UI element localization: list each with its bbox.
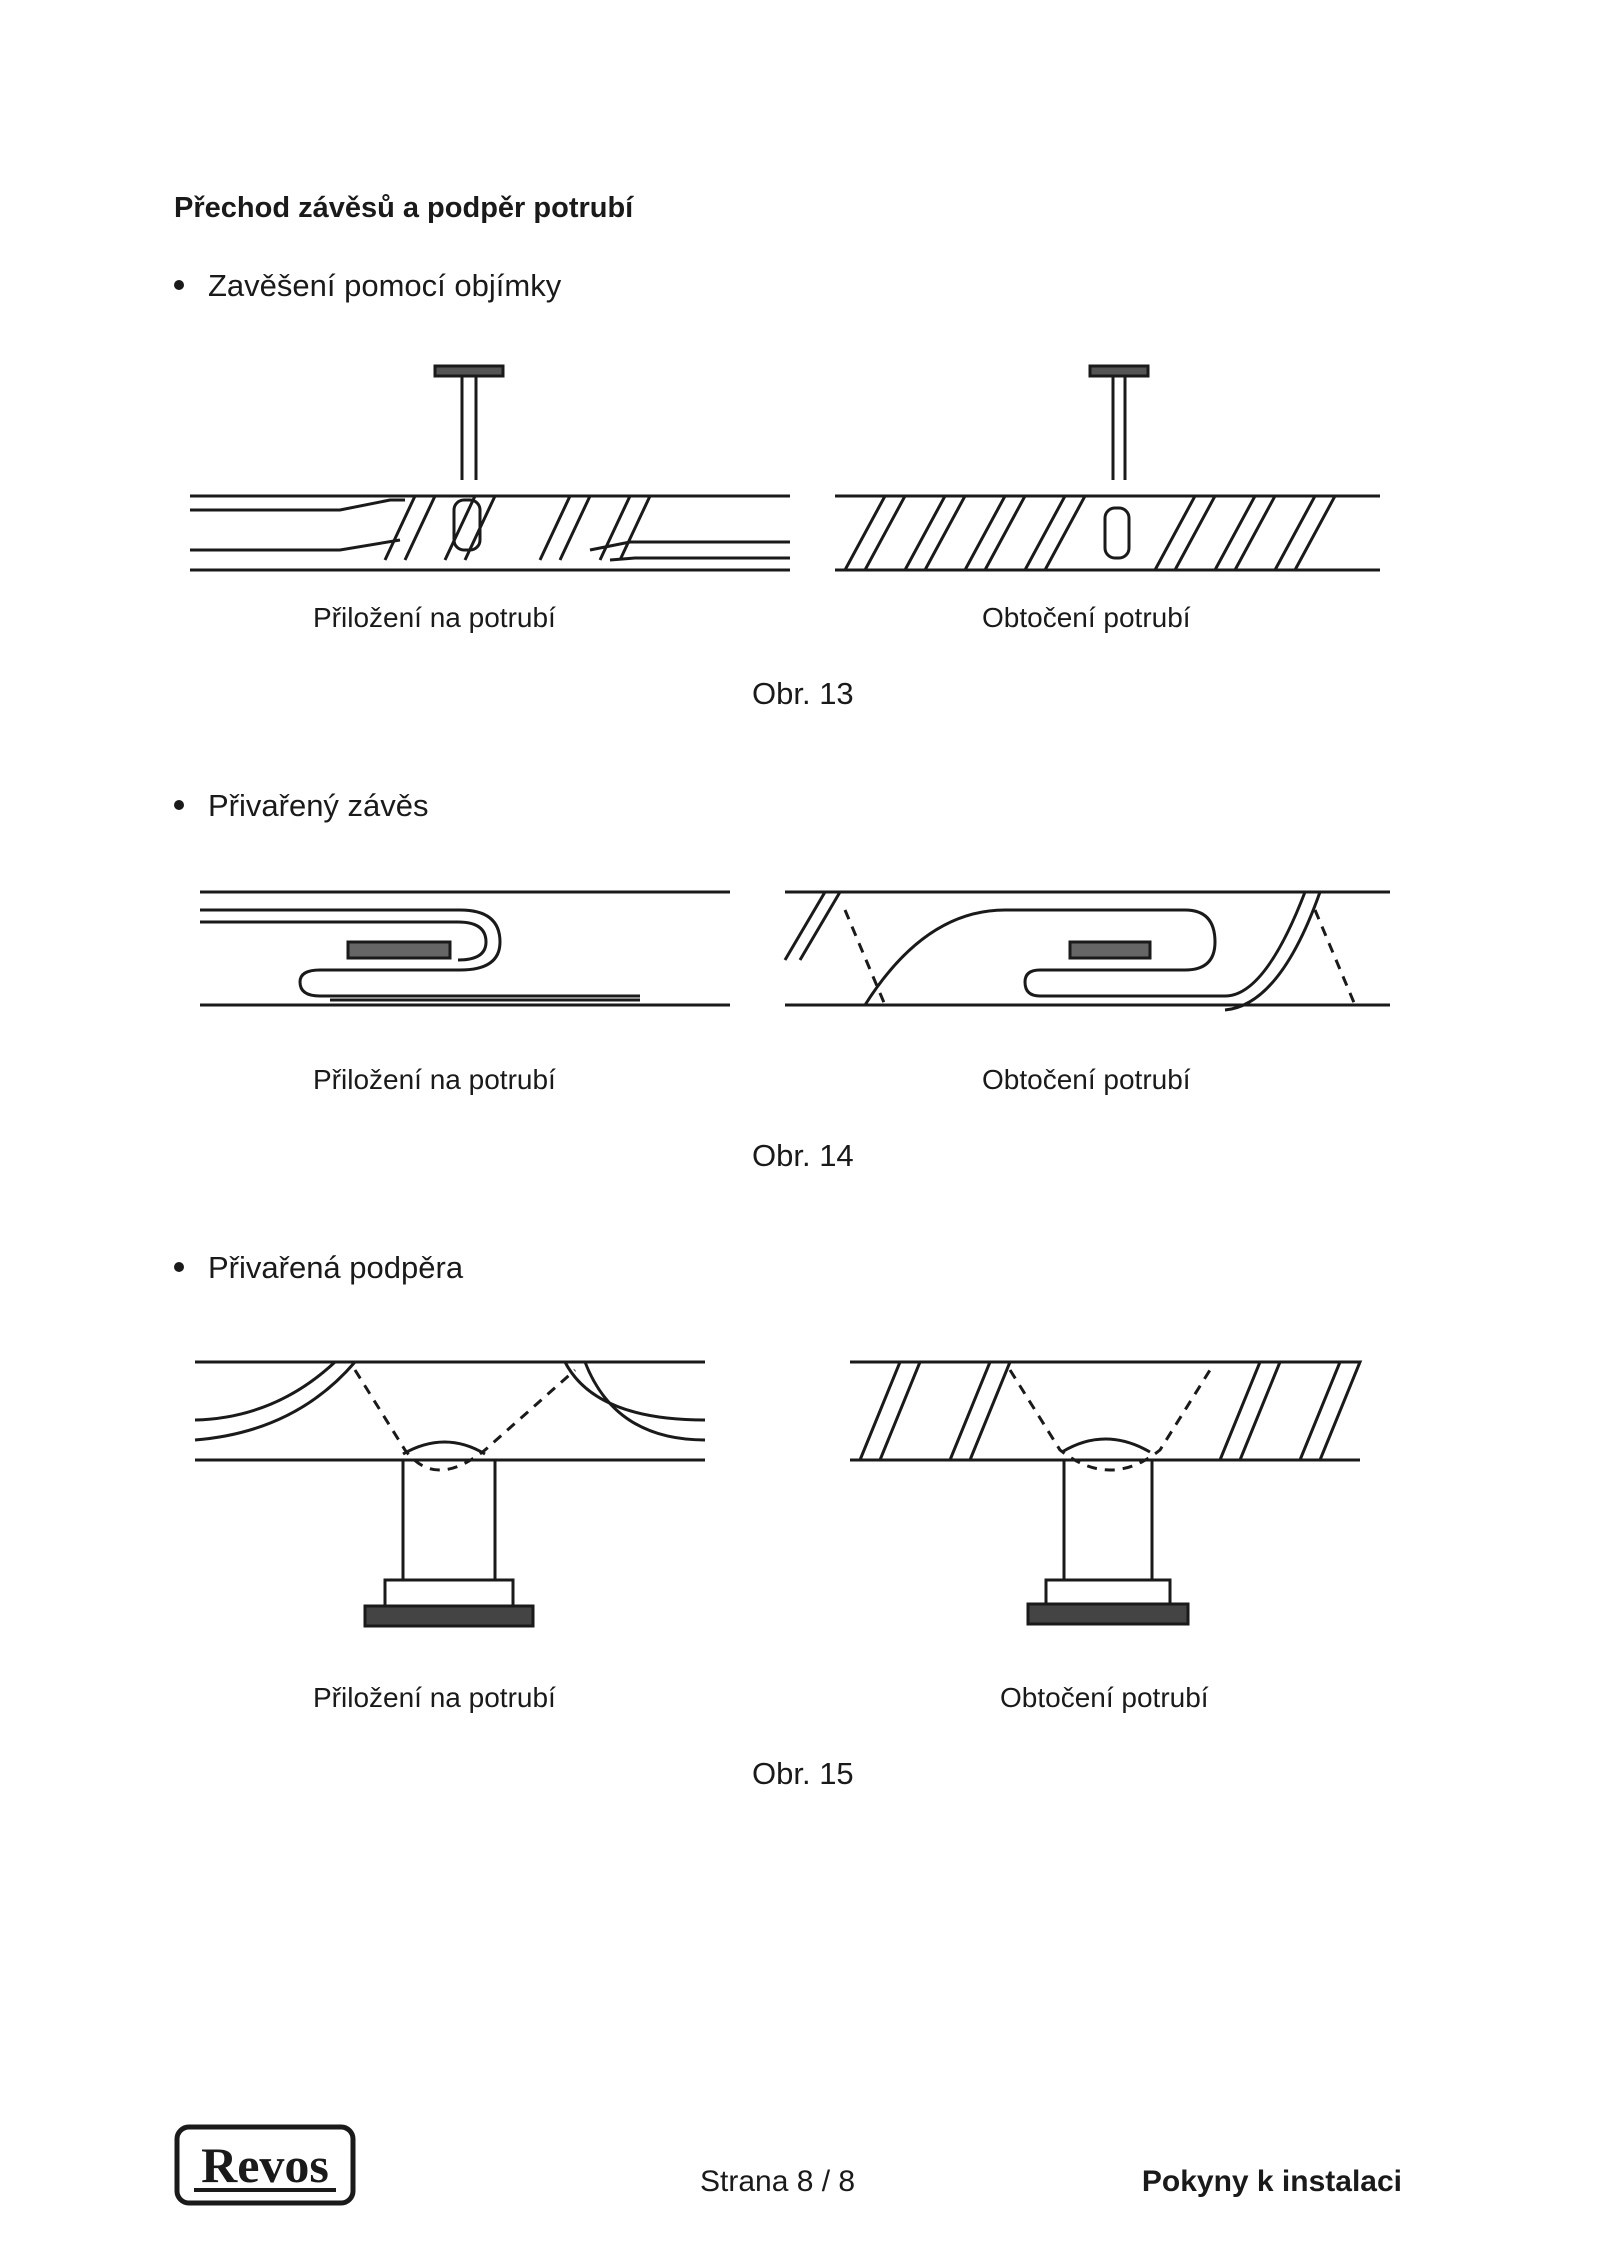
caption-right: Obtočení potrubí [982,1064,1191,1095]
figure-13-right [835,364,1380,572]
bullet-text: Zavěšení pomocí objímky [208,268,562,303]
figure-13-left [190,364,790,572]
bullet-item: Přivařený závěs [174,788,429,824]
figure-number: Obr. 15 [752,1756,854,1791]
bullet-dot-icon [174,1261,184,1272]
caption-right: Obtočení potrubí [982,602,1191,633]
logo-text: Revos [201,2137,329,2193]
figure-15-left [194,1360,706,1628]
bullet-dot-icon [174,799,184,810]
figure-number: Obr. 13 [752,676,854,711]
bullet-item: Zavěšení pomocí objímky [174,268,561,304]
bullet-text: Přivařený závěs [208,788,429,823]
bullet-item: Přivařená podpěra [174,1250,463,1286]
bullet-dot-icon [174,279,184,290]
page-number: Strana 8 / 8 [700,2165,856,2198]
page-heading: Přechod závěsů a podpěr potrubí [174,192,634,224]
figure-15-right [850,1360,1363,1626]
figure-14-right [783,890,1390,1012]
figure-number: Obr. 14 [752,1138,854,1173]
revos-logo: Revos [174,2124,356,2206]
caption-left: Přiložení na potrubí [313,1064,556,1095]
figure-14-left [200,890,730,1007]
caption-right: Obtočení potrubí [1000,1682,1209,1713]
document-title: Pokyny k instalaci [1141,2165,1402,2198]
caption-left: Přiložení na potrubí [313,1682,556,1713]
caption-left: Přiložení na potrubí [313,602,556,633]
bullet-text: Přivařená podpěra [208,1250,464,1285]
